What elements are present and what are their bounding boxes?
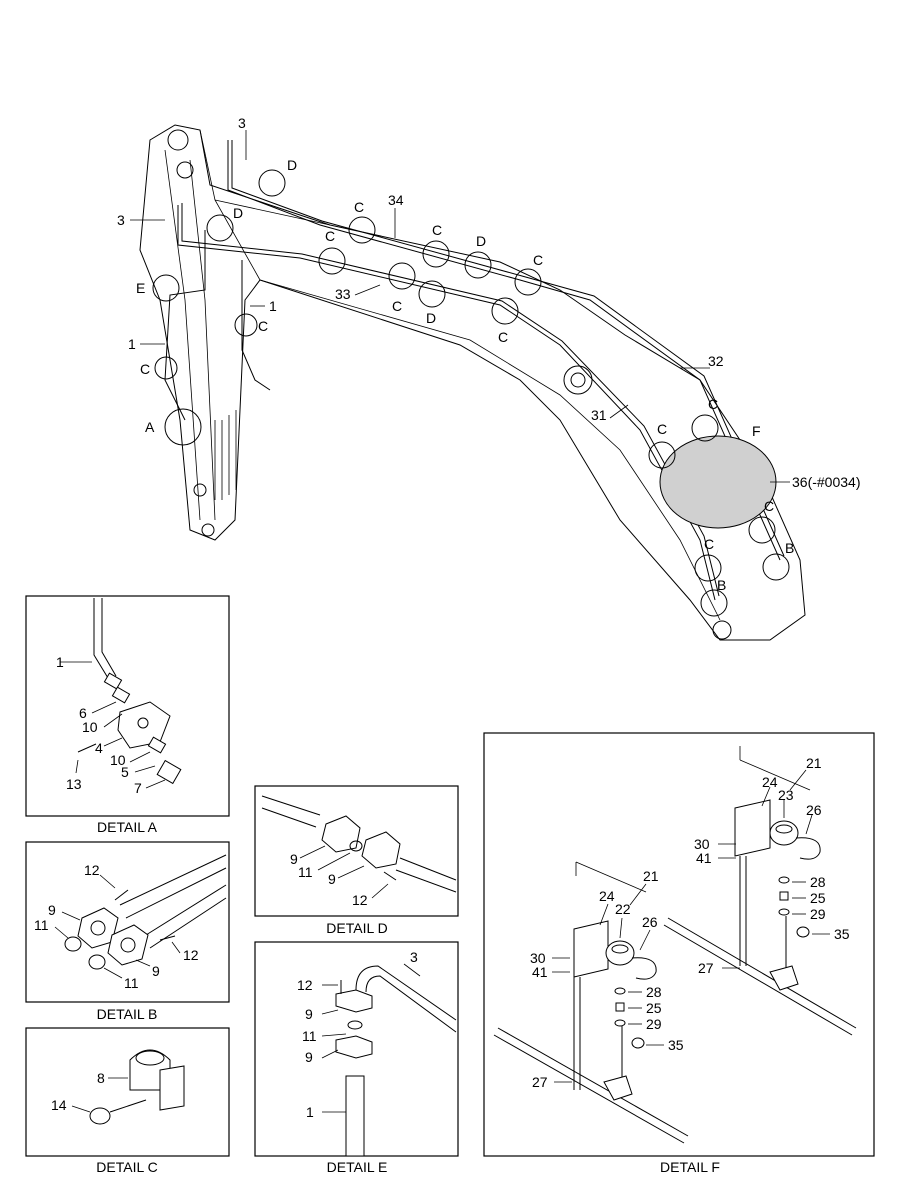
detail-e-label-12: 12 (297, 977, 313, 993)
callout-c-11: C (764, 498, 774, 514)
callout-c-9: C (708, 396, 718, 412)
detail-d-caption: DETAIL D (326, 920, 387, 936)
detail-e-label-9a: 9 (305, 1006, 313, 1022)
label-part-1-left: 1 (128, 336, 136, 352)
label-part-32: 32 (708, 353, 724, 369)
detail-f-label-41-lower: 41 (532, 964, 548, 980)
detail-c-label-14: 14 (51, 1097, 67, 1113)
callout-c-8: C (140, 361, 150, 377)
callout-d-1: D (287, 157, 297, 173)
callout-circles (152, 169, 790, 617)
detail-b-caption: DETAIL B (97, 1006, 158, 1022)
detail-b-label-11a: 11 (34, 917, 49, 933)
detail-f-label-26-lower: 26 (642, 914, 658, 930)
label-part-36: 36(-#0034) (792, 474, 861, 490)
detail-b-label-9a: 9 (48, 902, 56, 918)
detail-f-label-28-upper: 28 (810, 874, 826, 890)
callout-c-2: C (432, 222, 442, 238)
detail-f-label-22: 22 (615, 901, 631, 917)
detail-f-label-24-lower: 24 (599, 888, 615, 904)
detail-f-label-41-upper: 41 (696, 850, 712, 866)
detail-f: 21 24 23 26 30 41 28 25 29 35 27 21 24 2… (483, 732, 875, 1175)
detail-f-label-35-lower: 35 (668, 1037, 684, 1053)
detail-a-label-10b: 10 (110, 752, 126, 768)
callout-c-3: C (533, 252, 543, 268)
callout-c-5: C (392, 298, 402, 314)
detail-f-label-24-upper: 24 (762, 774, 778, 790)
detail-a-label-6: 6 (79, 705, 87, 721)
label-part-34: 34 (388, 192, 404, 208)
detail-e-label-9b: 9 (305, 1049, 313, 1065)
detail-e-label-1: 1 (306, 1104, 314, 1120)
detail-e-label-3: 3 (410, 949, 418, 965)
detail-f-label-28-lower: 28 (646, 984, 662, 1000)
callout-d-2: D (233, 205, 243, 221)
detail-d-label-11: 11 (298, 864, 313, 880)
label-part-1-right: 1 (269, 298, 277, 314)
detail-f-label-29-upper: 29 (810, 906, 826, 922)
detail-a-caption: DETAIL A (97, 819, 158, 835)
callout-c-6: C (498, 329, 508, 345)
detail-d-label-12: 12 (352, 892, 368, 908)
callout-c-7: C (258, 318, 268, 334)
callout-e: E (136, 280, 145, 296)
detail-f-label-21-lower: 21 (643, 868, 659, 884)
detail-f-label-25-lower: 25 (646, 1000, 662, 1016)
callout-b-1: B (785, 540, 794, 556)
detail-c: 8 14 DETAIL C (25, 1027, 230, 1175)
boom-assembly: 3 3 34 33 32 31 1 1 36(-#0034) A B B C C… (117, 115, 861, 641)
detail-a-label-4: 4 (95, 740, 103, 756)
label-part-31: 31 (591, 407, 607, 423)
callout-c-1: C (354, 199, 364, 215)
callout-c-10: C (657, 421, 667, 437)
detail-d: 9 11 9 12 DETAIL D (254, 785, 459, 936)
detail-f-caption: DETAIL F (660, 1159, 720, 1175)
detail-e-caption: DETAIL E (327, 1159, 388, 1175)
detail-a-label-13: 13 (66, 776, 82, 792)
detail-b-label-12a: 12 (84, 862, 100, 878)
detail-f-label-26-upper: 26 (806, 802, 822, 818)
callout-c-4: C (325, 228, 335, 244)
detail-f-label-30-lower: 30 (530, 950, 546, 966)
detail-f-label-27-upper: 27 (698, 960, 714, 976)
detail-c-caption: DETAIL C (96, 1159, 157, 1175)
detail-f-label-29-lower: 29 (646, 1016, 662, 1032)
detail-d-label-9a: 9 (290, 851, 298, 867)
label-part-3-top: 3 (238, 115, 246, 131)
detail-f-label-25-upper: 25 (810, 890, 826, 906)
detail-b-label-9b: 9 (152, 963, 160, 979)
detail-d-label-9b: 9 (328, 871, 336, 887)
detail-f-label-27-lower: 27 (532, 1074, 548, 1090)
callout-d-4: D (426, 310, 436, 326)
callout-b-2: B (717, 577, 726, 593)
detail-f-label-21-upper: 21 (806, 755, 822, 771)
detail-b: 12 9 11 12 9 11 DETAIL B (25, 841, 230, 1022)
detail-e-label-11: 11 (302, 1028, 317, 1044)
detail-a-label-5: 5 (121, 764, 129, 780)
callout-f: F (752, 423, 761, 439)
detail-f-label-30-upper: 30 (694, 836, 710, 852)
detail-e: 3 12 9 11 9 1 DETAIL E (254, 941, 459, 1175)
detail-b-label-11b: 11 (124, 975, 139, 991)
callout-a: A (145, 419, 155, 435)
label-part-3-left: 3 (117, 212, 125, 228)
callout-c-12: C (704, 536, 714, 552)
detail-f-label-35-upper: 35 (834, 926, 850, 942)
detail-a-label-7: 7 (134, 780, 142, 796)
detail-c-label-8: 8 (97, 1070, 105, 1086)
detail-a-label-10a: 10 (82, 719, 98, 735)
detail-a-label-1: 1 (56, 654, 64, 670)
detail-b-label-12b: 12 (183, 947, 199, 963)
callout-d-3: D (476, 233, 486, 249)
label-part-33: 33 (335, 286, 351, 302)
detail-f-label-23: 23 (778, 787, 794, 803)
detail-a: 1 6 10 4 10 5 7 13 DETAIL A (25, 595, 230, 835)
